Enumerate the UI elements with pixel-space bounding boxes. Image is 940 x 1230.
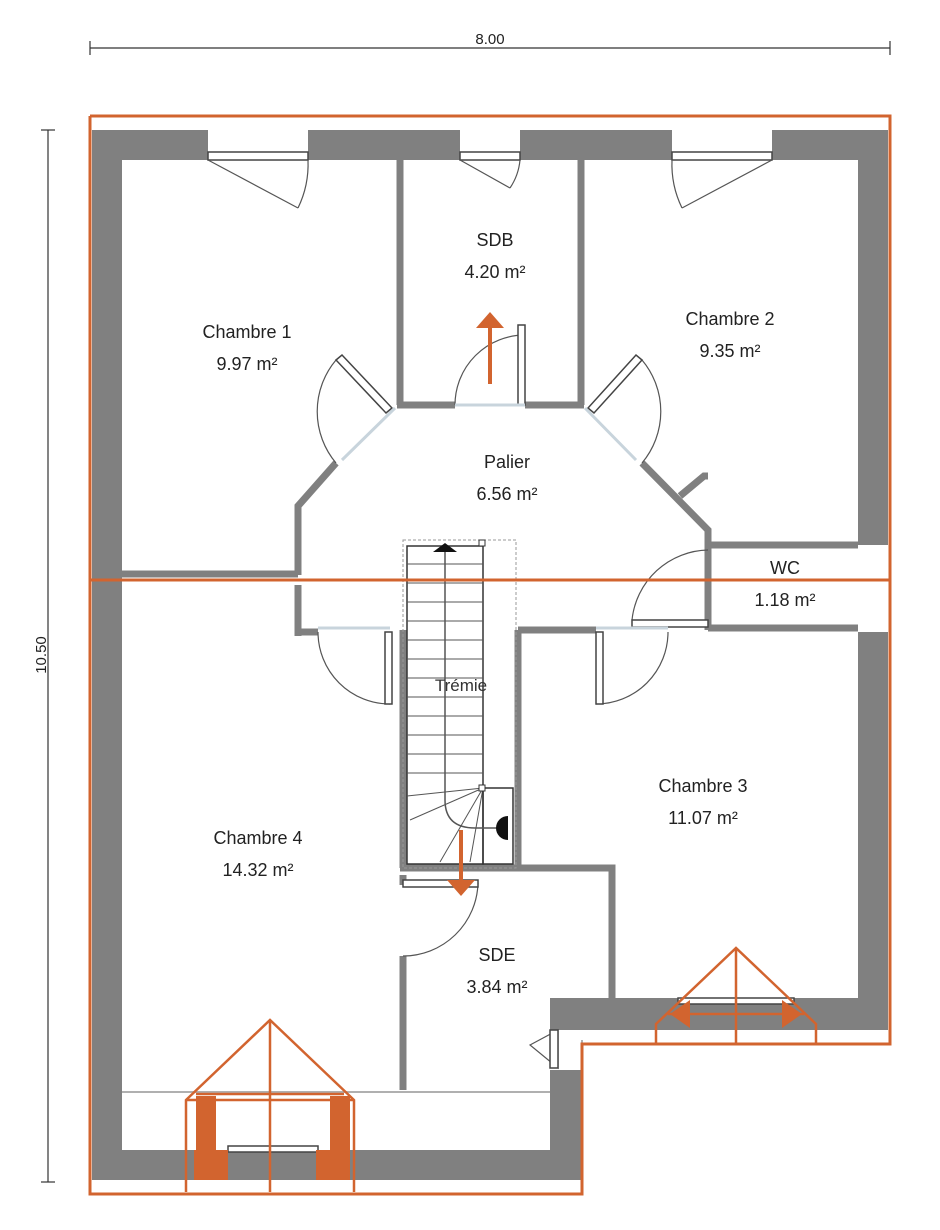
room-area-wc: 1.18 m² [754,590,815,610]
stair-label: Trémie [435,676,487,695]
room-name-chambre-2: Chambre 2 [685,309,774,329]
room-area-palier: 6.56 m² [476,484,537,504]
room-area-sde: 3.84 m² [466,977,527,997]
room-area-sdb: 4.20 m² [464,262,525,282]
height-dimension-label: 10.50 [33,636,50,674]
bay-lines [122,1040,583,1093]
door-leaves [334,324,709,1069]
room-name-palier: Palier [484,452,530,472]
dimension-height [41,129,55,1183]
room-name-chambre-1: Chambre 1 [202,322,291,342]
roof-outline [88,114,892,1196]
room-labels: Chambre 1 9.97 m² SDB 4.20 m² Chambre 2 … [202,230,815,997]
windows [207,151,795,1153]
dormer-left-cheeks [194,1096,350,1180]
outer-walls [92,130,888,1180]
staircase [402,539,517,869]
room-name-chambre-4: Chambre 4 [213,828,302,848]
room-name-sdb: SDB [476,230,513,250]
dormer-right [654,946,818,1044]
room-area-chambre-2: 9.35 m² [699,341,760,361]
openings [318,403,668,630]
direction-arrows [447,312,504,896]
room-area-chambre-4: 14.32 m² [222,860,293,880]
room-name-sde: SDE [478,945,515,965]
room-name-wc: WC [770,558,800,578]
width-dimension-label: 8.00 [475,31,504,48]
dimension-width [89,41,891,55]
dormer-right-arrows [670,1000,802,1028]
interior-walls [122,160,858,1090]
door-swings [207,159,773,1070]
room-area-chambre-3: 11.07 m² [668,808,738,828]
room-area-chambre-1: 9.97 m² [216,354,277,374]
room-name-chambre-3: Chambre 3 [658,776,747,796]
